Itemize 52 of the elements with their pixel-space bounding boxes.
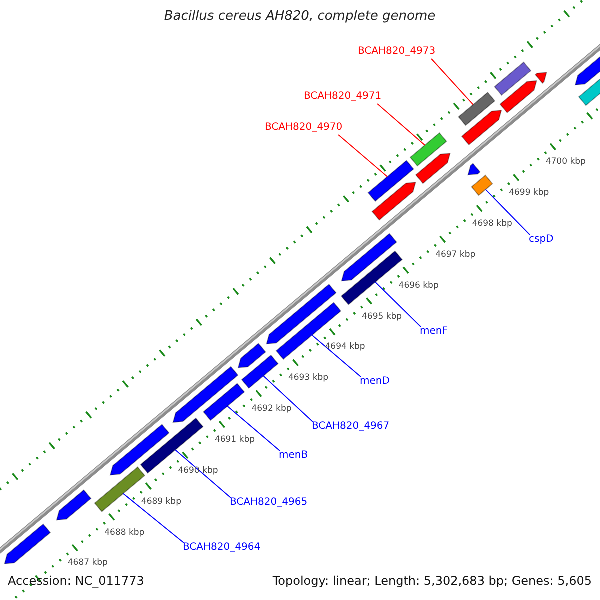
gene-block bbox=[241, 354, 279, 390]
gene-feature bbox=[56, 490, 92, 521]
gene-feature bbox=[372, 182, 416, 221]
scale-label: 4693 kbp bbox=[288, 373, 329, 384]
scale-label: 4697 kbp bbox=[436, 250, 476, 260]
gene-label: cspD bbox=[529, 234, 554, 246]
scale-label: 4690 kbp bbox=[178, 466, 218, 476]
gene-block bbox=[458, 92, 496, 126]
gene-feature bbox=[415, 153, 451, 184]
gene-block bbox=[203, 383, 246, 422]
gene-block bbox=[368, 160, 414, 202]
gene-feature bbox=[461, 110, 502, 146]
gene-label: menD bbox=[360, 376, 390, 388]
gene-label: BCAH820_4967 bbox=[312, 421, 390, 433]
gene-block bbox=[140, 418, 204, 474]
leader-line bbox=[312, 334, 362, 378]
gene-feature bbox=[500, 80, 538, 114]
scale-label: 4699 kbp bbox=[509, 188, 550, 198]
footer-text: Topology: linear; Length: 5,302,683 bp; Genes: 5,605 bbox=[272, 574, 592, 588]
gene-label: menB bbox=[279, 450, 308, 462]
title: Bacillus cereus AH820, complete genome bbox=[163, 9, 437, 24]
leader-line bbox=[175, 450, 232, 498]
gene-label: BCAH820_4970 bbox=[265, 122, 343, 134]
scale-label: 4694 kbp bbox=[325, 342, 366, 352]
gene-block bbox=[410, 132, 448, 167]
scale-label: 4692 kbp bbox=[252, 404, 292, 414]
gene-label: BCAH820_4965 bbox=[230, 497, 308, 509]
gene-label: BCAH820_4971 bbox=[304, 91, 382, 103]
gene-feature bbox=[238, 343, 266, 368]
gene-feature bbox=[468, 163, 481, 176]
scale-label: 4696 kbp bbox=[398, 280, 439, 291]
scale-label: 4700 kbp bbox=[546, 157, 586, 168]
scale-label: 4689 kbp bbox=[141, 496, 182, 507]
leader-line bbox=[122, 493, 184, 544]
gene-block bbox=[471, 174, 494, 196]
gene-feature bbox=[534, 72, 548, 84]
scale-label: 4695 kbp bbox=[362, 312, 402, 322]
gene-label: menF bbox=[420, 326, 448, 338]
gene-label: BCAH820_4973 bbox=[358, 46, 436, 58]
footer-text: Accession: NC_011773 bbox=[8, 574, 144, 588]
scale-label: 4691 kbp bbox=[214, 435, 256, 446]
gene-block bbox=[494, 62, 532, 96]
gene-feature bbox=[341, 233, 398, 282]
gene-feature bbox=[4, 524, 52, 565]
gene-label: BCAH820_4964 bbox=[183, 542, 261, 554]
scale-label: 4687 kbp bbox=[68, 558, 108, 568]
leader-line bbox=[227, 406, 280, 452]
leader-line bbox=[485, 189, 530, 236]
leader-line bbox=[431, 58, 474, 106]
scale-label: 4688 kbp bbox=[104, 528, 145, 538]
scale-label: 4698 kbp bbox=[472, 218, 512, 229]
gene-feature bbox=[110, 424, 170, 476]
